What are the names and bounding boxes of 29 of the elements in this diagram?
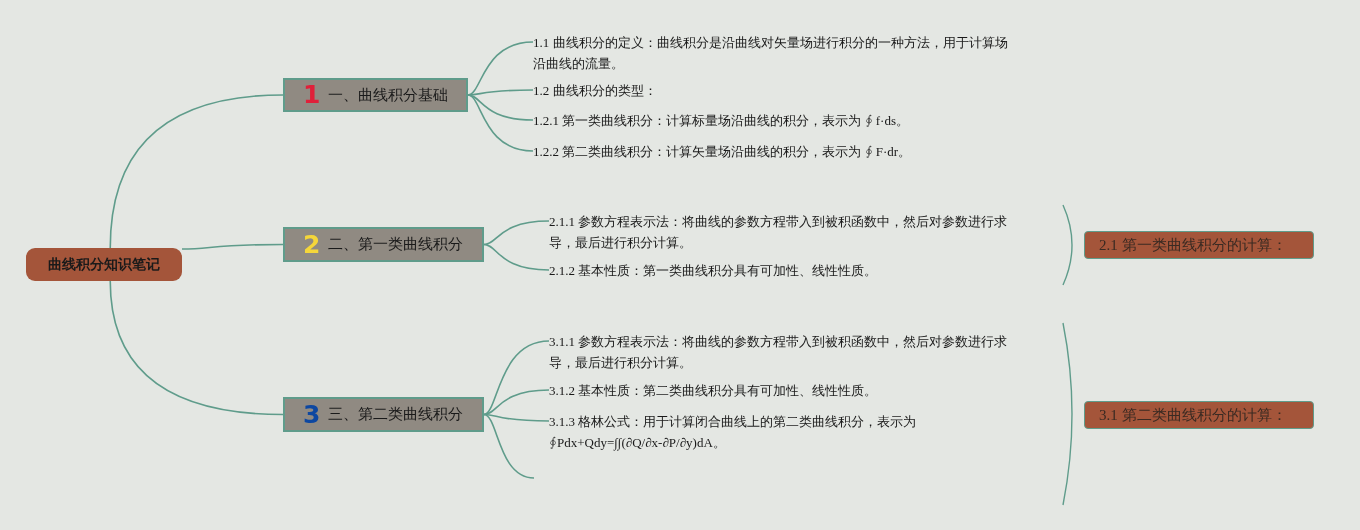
branch-text: 2.1.1 参数方程表示法：将曲线的参数方程带入到被积函数中，然后对参数进行求导，最后进行积分计算。 <box>549 211 1027 253</box>
branch-line <box>483 243 550 271</box>
branch-line <box>483 220 550 246</box>
branch-text: 1.2.2 第二类曲线积分：计算矢量场沿曲线的积分，表示为 ∮ F·dr。 <box>533 141 1013 162</box>
branch-line <box>181 243 284 250</box>
summary-box: 2.1 第一类曲线积分的计算： <box>1084 231 1314 259</box>
topic-box <box>283 397 484 432</box>
summary-box: 3.1 第二类曲线积分的计算： <box>1084 401 1314 429</box>
section-number: 2 <box>303 230 321 259</box>
topic-box <box>283 227 484 262</box>
topic-box <box>283 78 468 112</box>
root-topic-box: 曲线积分知识笔记 <box>26 248 182 281</box>
section-number: 3 <box>303 400 321 429</box>
branch-line <box>467 94 534 152</box>
branch-line <box>467 41 534 96</box>
section-number: 1 <box>303 81 321 109</box>
branch-text: 3.1.3 格林公式：用于计算闭合曲线上的第二类曲线积分，表示为 ∮Pdx+Qdy=∫∫(∂Q/∂x-∂P/∂y)dA。 <box>549 411 949 453</box>
topic-title: 一、曲线积分基础 <box>328 85 449 105</box>
branch-line <box>109 94 284 249</box>
branch-text: 1.2.1 第一类曲线积分：计算标量场沿曲线的积分，表示为 ∮ f·ds。 <box>533 110 1013 131</box>
branch-line <box>483 413 535 479</box>
branch-text: 1.1 曲线积分的定义：曲线积分是沿曲线对矢量场进行积分的一种方法，用于计算场沿曲线的流量。 <box>533 32 1015 74</box>
branch-text: 1.2 曲线积分的类型： <box>533 80 833 101</box>
branch-text: 2.1.2 基本性质：第一类曲线积分具有可加性、线性性质。 <box>549 260 1029 281</box>
branch-text: 3.1.1 参数方程表示法：将曲线的参数方程带入到被积函数中，然后对参数进行求导，最后进行积分计算。 <box>549 331 1027 373</box>
topic-title: 二、第一类曲线积分 <box>328 235 464 254</box>
branch-line <box>109 280 284 416</box>
topic-title: 三、第二类曲线积分 <box>328 405 464 424</box>
branch-text: 3.1.2 基本性质：第二类曲线积分具有可加性、线性性质。 <box>549 380 1029 401</box>
